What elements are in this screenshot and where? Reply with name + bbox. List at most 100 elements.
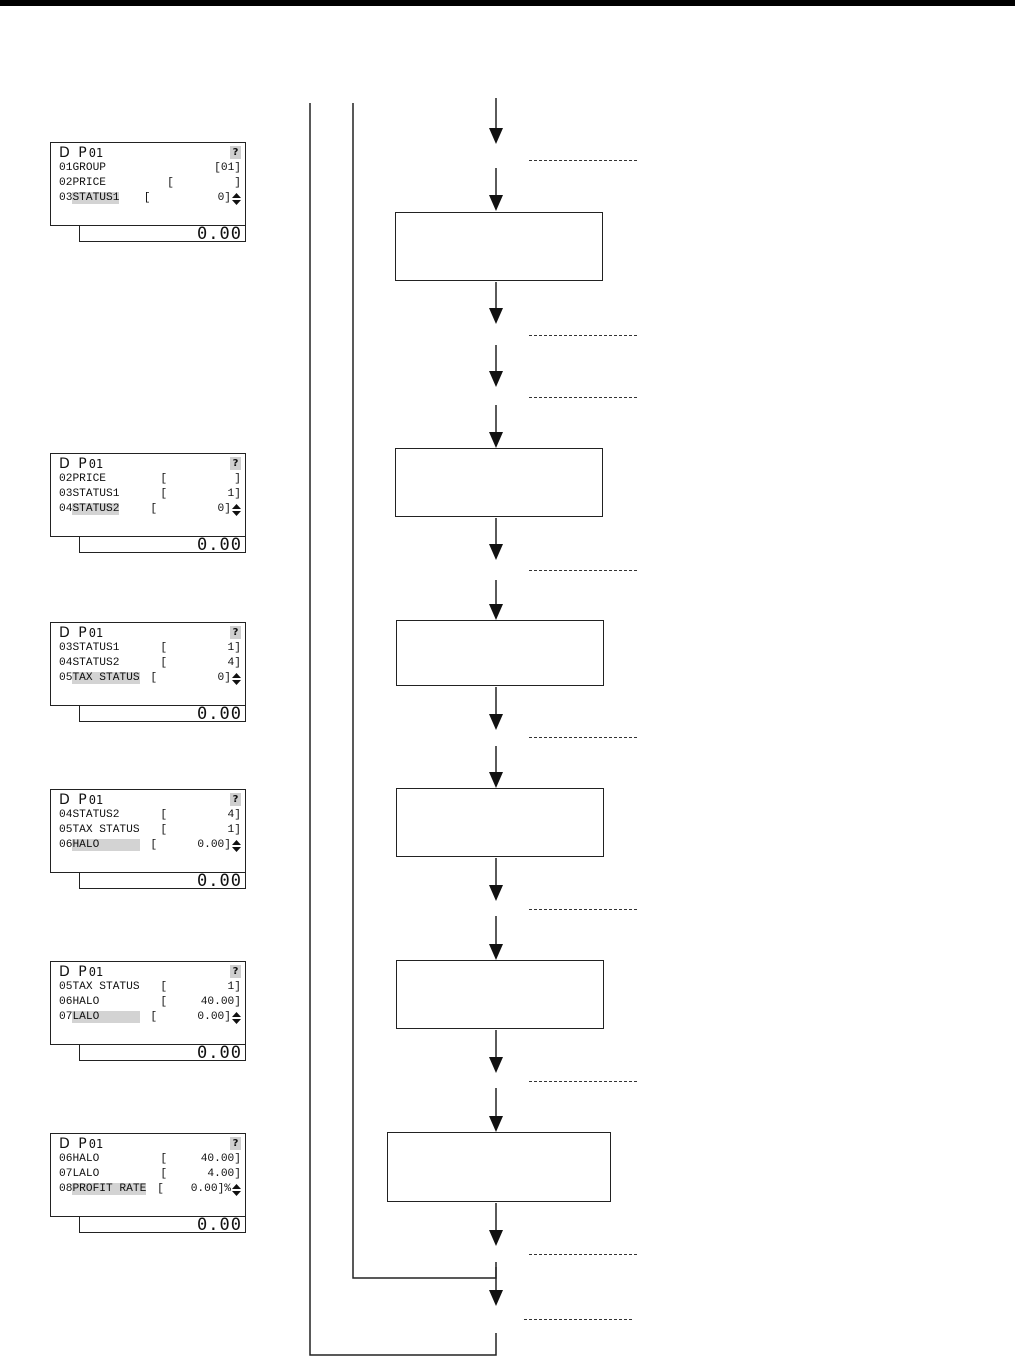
flow-arrow (489, 1262, 503, 1306)
lcd-amount-strip (79, 537, 246, 553)
flow-arrow (489, 916, 503, 960)
lcd-title: D P01 (59, 793, 103, 808)
lcd-amount: 0.00 (197, 535, 242, 555)
question-icon: ? (230, 626, 241, 639)
lcd-display: D P01?03STATUS1[ 1]04STATUS2[ 4]05TAX ST… (50, 622, 246, 723)
flow-arrow (489, 168, 503, 211)
lcd-row-number: 04 (59, 657, 73, 669)
question-icon: ? (230, 965, 241, 978)
flow-arrow (489, 98, 503, 144)
lcd-row-value: [01] (214, 162, 241, 174)
lcd-title-number: 01 (88, 626, 104, 640)
lcd-row-value: [ 0] (150, 672, 231, 684)
flow-box-6 (387, 1132, 611, 1202)
flow-arrow (489, 282, 503, 324)
lcd-amount-strip (79, 1217, 246, 1233)
flow-arrow (489, 345, 503, 387)
dash-leader (524, 1319, 632, 1320)
lcd-title-dp: D P (59, 1136, 89, 1152)
dash-leader (529, 737, 637, 738)
lcd-row-label: HALO (72, 996, 100, 1008)
lcd-title-dp: D P (59, 625, 89, 641)
lcd-row-value: [ 1] (160, 642, 241, 654)
lcd-row-label: PROFIT RATE (72, 1183, 147, 1195)
flow-arrow (489, 518, 503, 560)
lcd-display: D P01?01GROUP[01]02PRICE[ ]03STATUS1[ 0]… (50, 142, 246, 243)
up-down-arrows-icon (232, 673, 241, 685)
flow-arrow (489, 405, 503, 448)
lcd-row-value: [ 0.00] (150, 1011, 231, 1023)
dash-leader (529, 160, 637, 161)
lcd-row: 04STATUS2[ 4] (59, 808, 241, 823)
lcd-row-number: 05 (59, 672, 73, 684)
lcd-row-number: 05 (59, 981, 73, 993)
lcd-row: 03STATUS1 [ 0] (59, 191, 241, 206)
up-down-arrows-icon (232, 193, 241, 205)
page-header-rule (0, 0, 1015, 6)
lcd-display: D P01?02PRICE[ ]03STATUS1[ 1]04STATUS2[ … (50, 453, 246, 554)
lcd-row-value: [ 0] (143, 192, 231, 204)
lcd-amount: 0.00 (197, 1215, 242, 1235)
dash-leader (529, 335, 637, 336)
lcd-title-dp: D P (59, 792, 89, 808)
lcd-display: D P01?05TAX STATUS[ 1]06HALO[ 40.00]07LA… (50, 961, 246, 1062)
lcd-row-label: LALO (72, 1011, 140, 1023)
lcd-row: 04STATUS2[ 0] (59, 502, 241, 517)
lcd-row-number: 03 (59, 642, 73, 654)
lcd-row-number: 07 (59, 1168, 73, 1180)
lcd-row-label: HALO (72, 839, 140, 851)
lcd-row-label: STATUS2 (72, 503, 120, 515)
flow-arrow (489, 1088, 503, 1132)
lcd-row: 05TAX STATUS[ 1] (59, 823, 241, 838)
flow-box-3 (396, 620, 604, 686)
lcd-row: 06HALO [ 0.00] (59, 838, 241, 853)
lcd-title: D P01 (59, 1137, 103, 1152)
lcd-row-value: [ 40.00] (160, 996, 241, 1008)
lcd-row-number: 07 (59, 1011, 73, 1023)
lcd-row-number: 06 (59, 1153, 73, 1165)
flow-box-2 (395, 448, 603, 517)
lcd-amount: 0.00 (197, 704, 242, 724)
lcd-amount-strip (79, 226, 246, 242)
lcd-row: 08PROFIT RATE [ 0.00]% (59, 1182, 241, 1197)
question-icon: ? (230, 793, 241, 806)
lcd-row-number: 04 (59, 809, 73, 821)
lcd-row-label: STATUS1 (72, 488, 120, 500)
up-down-arrows-icon (232, 1184, 241, 1196)
lcd-row: 06HALO [ 40.00] (59, 995, 241, 1010)
lcd-amount: 0.00 (197, 871, 242, 891)
flow-box-5 (396, 960, 604, 1029)
question-icon: ? (230, 1137, 241, 1150)
lcd-row-number: 03 (59, 488, 73, 500)
dash-leader (529, 1081, 637, 1082)
lcd-row-value: [ 0.00]% (157, 1183, 231, 1195)
lcd-row-label: STATUS1 (72, 192, 120, 204)
lcd-row: 02PRICE[ ] (59, 176, 241, 191)
lcd-row-value: [ 4] (160, 809, 241, 821)
lcd-row-value: [ 1] (160, 488, 241, 500)
flow-box-4 (396, 788, 604, 857)
lcd-row-value: [ ] (160, 473, 241, 485)
lcd-row-value: [ ] (167, 177, 241, 189)
up-down-arrows-icon (232, 840, 241, 852)
lcd-row-number: 08 (59, 1183, 73, 1195)
question-icon: ? (230, 146, 241, 159)
question-icon: ? (230, 457, 241, 470)
lcd-row-number: 03 (59, 192, 73, 204)
lcd-title-dp: D P (59, 456, 89, 472)
flow-box-1 (395, 212, 603, 281)
lcd-row-number: 04 (59, 503, 73, 515)
lcd-row: 07LALO [ 0.00] (59, 1010, 241, 1025)
lcd-row-value: [ 4] (160, 657, 241, 669)
lcd-row-label: TAX STATUS (72, 672, 140, 684)
lcd-display: D P01? 04STATUS2[ 4]05TAX STATUS[ 1]06HAL… (50, 789, 246, 890)
lcd-title-number: 01 (88, 1137, 104, 1151)
lcd-row-value: [ 40.00] (160, 1153, 241, 1165)
flow-arrow (489, 687, 503, 730)
flow-arrow (489, 1030, 503, 1073)
lcd-row: 07LALO[ 4.00] (59, 1167, 241, 1182)
lcd-row-number: 06 (59, 996, 73, 1008)
lcd-row-label: TAX STATUS (72, 824, 140, 836)
dash-leader (529, 909, 637, 910)
flow-arrow (489, 1203, 503, 1246)
